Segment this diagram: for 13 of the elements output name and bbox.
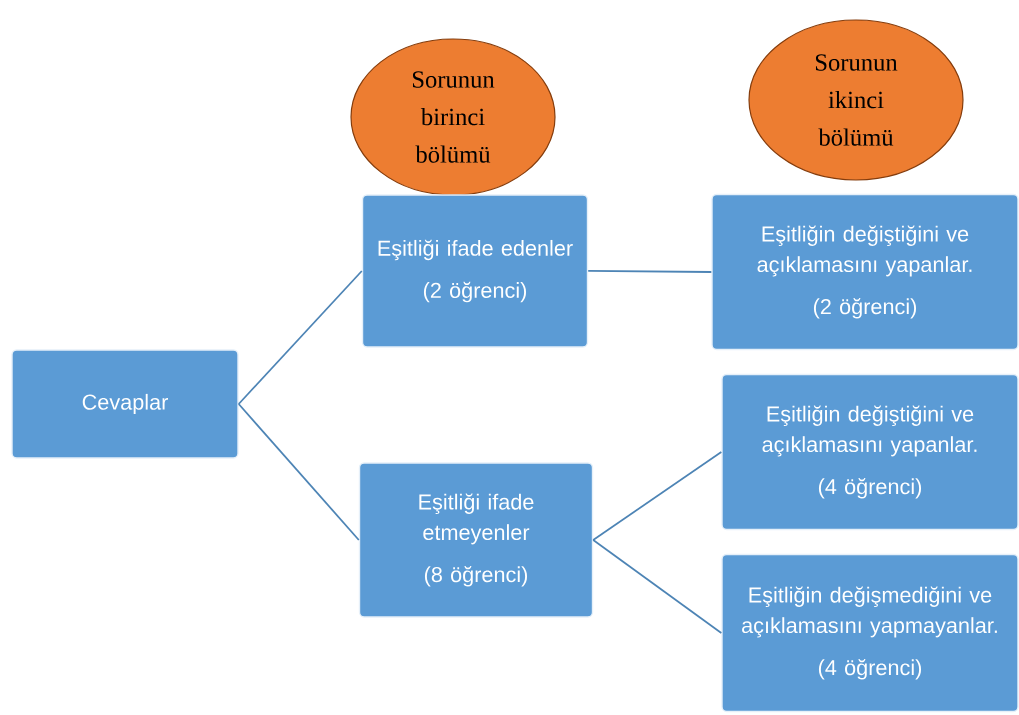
answer-box: Eşitliğin değiştiğini ve açıklamasını yapanlar. (4 öğrenci)	[721, 373, 1019, 531]
oval-label: Sorunun birinci bölümü	[350, 38, 556, 196]
answer-box: Cevaplar	[11, 349, 239, 459]
connector-line	[592, 539, 723, 634]
connector-line	[592, 451, 723, 541]
connector-line	[587, 270, 713, 273]
answer-box: Eşitliği ifade edenler (2 öğrenci)	[361, 194, 589, 348]
connector-line	[237, 270, 363, 405]
answer-box: Eşitliğin değiştiğini ve açıklamasını yapanlar. (2 öğrenci)	[711, 193, 1019, 351]
answer-box: Eşitliğin değişmediğini ve açıklamasını yapmayanlar. (4 öğrenci)	[721, 553, 1019, 713]
connector-line	[237, 403, 360, 541]
answer-box: Eşitliği ifade etmeyenler (8 öğrenci)	[358, 462, 594, 618]
oval-label: Sorunun ikinci bölümü	[748, 19, 964, 181]
